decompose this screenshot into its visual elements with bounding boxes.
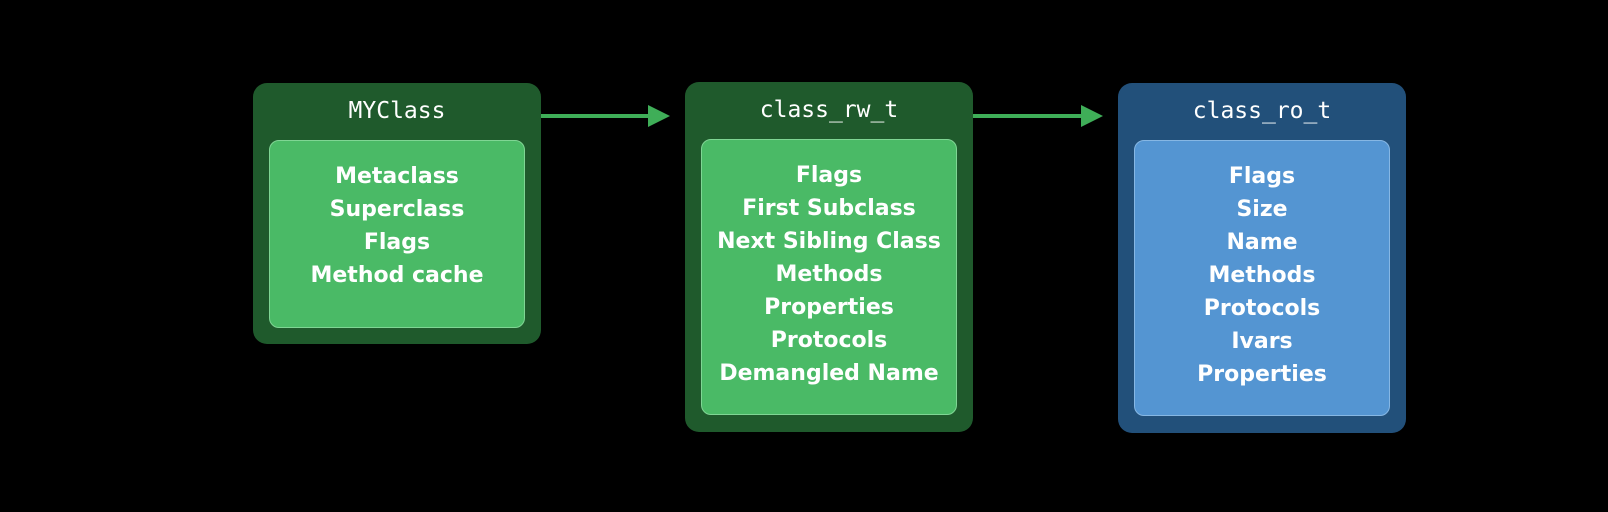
field-item: Demangled Name bbox=[719, 361, 939, 386]
field-list: Flags First Subclass Next Sibling Class … bbox=[701, 139, 957, 415]
myclass-box: MYClass Metaclass Superclass Flags Metho… bbox=[253, 83, 541, 344]
field-item: Properties bbox=[764, 295, 894, 320]
box-title: MYClass bbox=[348, 98, 446, 124]
field-list: Metaclass Superclass Flags Method cache bbox=[269, 140, 525, 328]
field-item: Metaclass bbox=[335, 164, 459, 189]
field-item: Properties bbox=[1197, 362, 1327, 387]
field-item: First Subclass bbox=[742, 196, 916, 221]
box-title: class_ro_t bbox=[1192, 98, 1332, 124]
class-ro-t-box: class_ro_t Flags Size Name Methods Proto… bbox=[1118, 83, 1406, 433]
field-item: Methods bbox=[775, 262, 883, 287]
field-list: Flags Size Name Methods Protocols Ivars … bbox=[1134, 140, 1390, 416]
class-rw-t-box: class_rw_t Flags First Subclass Next Sib… bbox=[685, 82, 973, 432]
field-item: Name bbox=[1226, 230, 1298, 255]
field-item: Flags bbox=[363, 230, 431, 255]
field-item: Method cache bbox=[310, 263, 484, 288]
field-item: Protocols bbox=[1203, 296, 1321, 321]
field-item: Flags bbox=[1228, 164, 1296, 189]
box-title: class_rw_t bbox=[759, 97, 899, 123]
field-item: Flags bbox=[795, 163, 863, 188]
field-item: Superclass bbox=[329, 197, 465, 222]
field-item: Protocols bbox=[770, 328, 888, 353]
field-item: Methods bbox=[1208, 263, 1316, 288]
field-item: Size bbox=[1236, 197, 1288, 222]
arrow-myclass-to-rw bbox=[541, 105, 670, 127]
field-item: Next Sibling Class bbox=[717, 229, 941, 254]
arrow-rw-to-ro bbox=[973, 105, 1103, 127]
field-item: Ivars bbox=[1231, 329, 1293, 354]
